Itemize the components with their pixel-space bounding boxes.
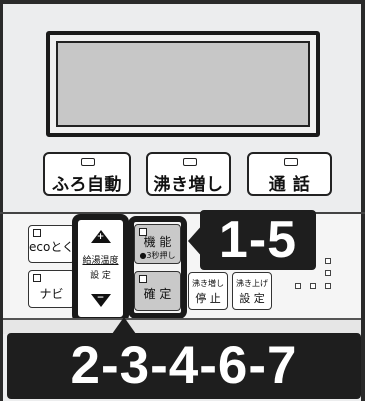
function-button[interactable]: 機 能 ●3秒押し — [134, 224, 181, 264]
navi-led — [33, 274, 41, 282]
reheat-stop-label: 停 止 — [195, 292, 221, 305]
indicator-square — [325, 258, 331, 264]
callout-top-badge: 1-5 — [200, 210, 316, 270]
function-sub-label: ●3秒押し — [139, 251, 176, 260]
panel-bottom-strip — [3, 318, 361, 334]
auto-bath-button[interactable]: ふろ自動 — [43, 152, 131, 196]
confirm-label: 確 定 — [143, 287, 172, 301]
reheat-button[interactable]: 沸き増し — [146, 152, 231, 196]
temperature-label: 給湯温度 — [82, 256, 119, 266]
indicator-square — [325, 283, 331, 289]
panel-left-edge — [0, 0, 3, 401]
call-button[interactable]: 通 話 — [247, 152, 332, 196]
navi-button[interactable]: ナビ — [28, 270, 75, 308]
indicator-square — [310, 283, 316, 289]
minus-sign: − — [96, 293, 105, 303]
reheat-stop-top-label: 沸き増し — [192, 279, 224, 288]
callout-bottom-arrow-icon — [112, 317, 136, 334]
function-led — [139, 228, 147, 236]
confirm-button[interactable]: 確 定 — [134, 271, 181, 311]
reheat-label: 沸き増し — [153, 175, 224, 195]
temperature-set-label: 設 定 — [90, 271, 111, 281]
reheat-led — [182, 158, 197, 166]
boil-set-button[interactable]: 沸き上げ 設 定 — [232, 272, 272, 310]
eco-button[interactable]: ecoとく — [28, 225, 75, 263]
panel-right-edge — [361, 0, 365, 401]
boil-set-top-label: 沸き上げ — [236, 279, 268, 288]
temperature-highlight-frame — [72, 214, 129, 323]
navi-label: ナビ — [39, 287, 64, 301]
upper-divider — [0, 212, 365, 214]
function-confirm-highlight-frame — [128, 216, 187, 319]
plus-sign: + — [96, 232, 105, 242]
callout-bottom-badge: 2-3-4-6-7 — [7, 333, 361, 399]
boil-set-label: 設 定 — [239, 292, 265, 305]
panel-top-edge — [0, 0, 365, 4]
reheat-stop-button[interactable]: 沸き増し 停 止 — [188, 272, 228, 310]
function-label: 機 能 — [143, 235, 172, 249]
call-label: 通 話 — [268, 175, 311, 195]
auto-bath-label: ふろ自動 — [52, 175, 122, 195]
temperature-up-icon[interactable] — [90, 230, 111, 243]
auto-bath-led — [81, 158, 95, 166]
eco-led — [33, 229, 41, 237]
eco-label: ecoとく — [29, 240, 74, 254]
temperature-down-icon[interactable] — [90, 294, 111, 307]
lcd-display — [46, 31, 320, 137]
hot-water-temperature-control: + 給湯温度 設 定 − — [77, 219, 124, 318]
indicator-square — [325, 270, 331, 276]
confirm-led — [139, 275, 147, 283]
indicator-square — [295, 283, 301, 289]
call-led — [283, 158, 298, 166]
